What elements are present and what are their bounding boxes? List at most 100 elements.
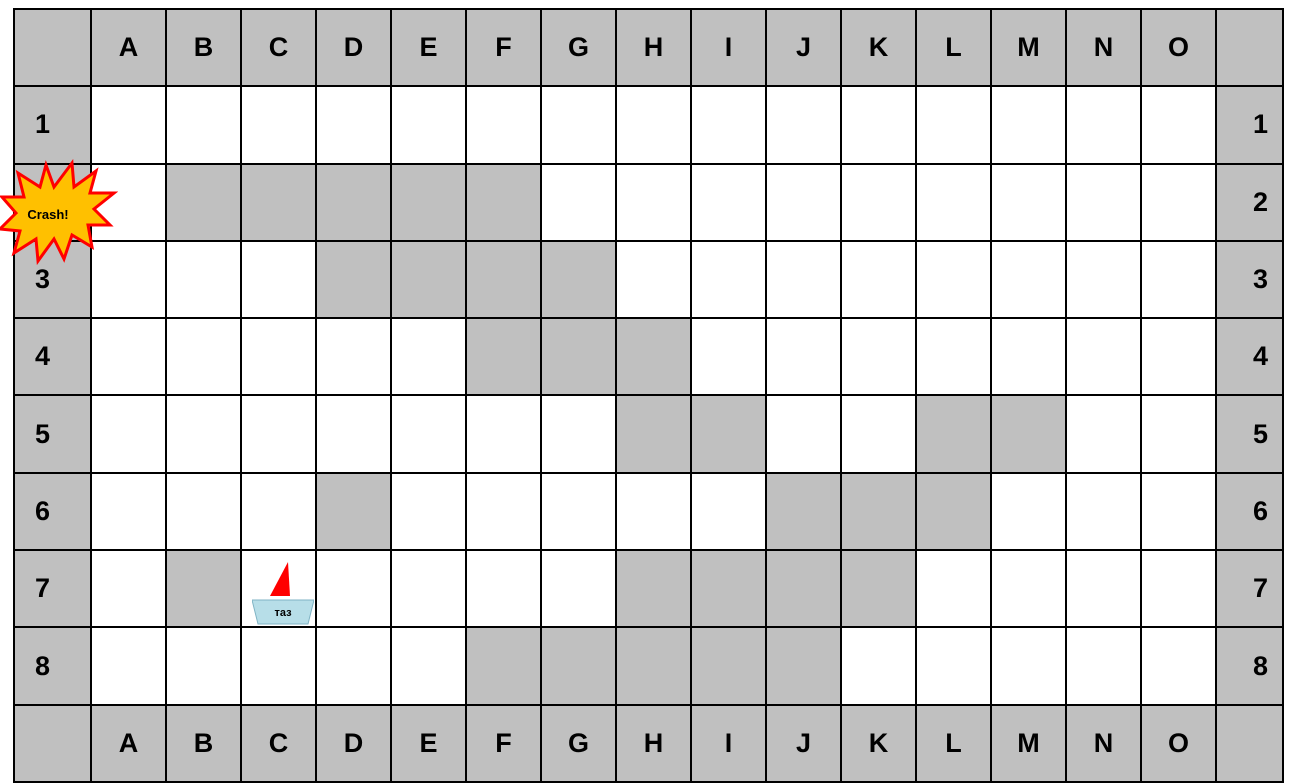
island-cell-d2[interactable] xyxy=(317,165,392,242)
water-cell-c5[interactable] xyxy=(242,396,317,473)
water-cell-g1[interactable] xyxy=(542,87,617,164)
water-cell-a1[interactable] xyxy=(92,87,167,164)
water-cell-g5[interactable] xyxy=(542,396,617,473)
water-cell-o6[interactable] xyxy=(1142,474,1217,551)
water-cell-b5[interactable] xyxy=(167,396,242,473)
water-cell-n7[interactable] xyxy=(1067,551,1142,628)
water-cell-e6[interactable] xyxy=(392,474,467,551)
water-cell-g6[interactable] xyxy=(542,474,617,551)
water-cell-n8[interactable] xyxy=(1067,628,1142,705)
water-cell-f6[interactable] xyxy=(467,474,542,551)
water-cell-o7[interactable] xyxy=(1142,551,1217,628)
water-cell-j3[interactable] xyxy=(767,242,842,319)
island-cell-f3[interactable] xyxy=(467,242,542,319)
water-cell-i1[interactable] xyxy=(692,87,767,164)
island-cell-k7[interactable] xyxy=(842,551,917,628)
water-cell-e7[interactable] xyxy=(392,551,467,628)
water-cell-m2[interactable] xyxy=(992,165,1067,242)
water-cell-l4[interactable] xyxy=(917,319,992,396)
water-cell-k4[interactable] xyxy=(842,319,917,396)
island-cell-e3[interactable] xyxy=(392,242,467,319)
water-cell-d7[interactable] xyxy=(317,551,392,628)
water-cell-a5[interactable] xyxy=(92,396,167,473)
water-cell-n3[interactable] xyxy=(1067,242,1142,319)
water-cell-g7[interactable] xyxy=(542,551,617,628)
water-cell-e1[interactable] xyxy=(392,87,467,164)
island-cell-g8[interactable] xyxy=(542,628,617,705)
island-cell-d3[interactable] xyxy=(317,242,392,319)
island-cell-l5[interactable] xyxy=(917,396,992,473)
island-cell-i8[interactable] xyxy=(692,628,767,705)
water-cell-i3[interactable] xyxy=(692,242,767,319)
water-cell-n4[interactable] xyxy=(1067,319,1142,396)
water-cell-o4[interactable] xyxy=(1142,319,1217,396)
water-cell-h6[interactable] xyxy=(617,474,692,551)
island-cell-f4[interactable] xyxy=(467,319,542,396)
island-cell-h8[interactable] xyxy=(617,628,692,705)
water-cell-n5[interactable] xyxy=(1067,396,1142,473)
island-cell-i5[interactable] xyxy=(692,396,767,473)
water-cell-m7[interactable] xyxy=(992,551,1067,628)
water-cell-h2[interactable] xyxy=(617,165,692,242)
island-cell-l6[interactable] xyxy=(917,474,992,551)
water-cell-o2[interactable] xyxy=(1142,165,1217,242)
water-cell-m1[interactable] xyxy=(992,87,1067,164)
island-cell-b7[interactable] xyxy=(167,551,242,628)
water-cell-e5[interactable] xyxy=(392,396,467,473)
island-cell-f2[interactable] xyxy=(467,165,542,242)
water-cell-a4[interactable] xyxy=(92,319,167,396)
water-cell-c4[interactable] xyxy=(242,319,317,396)
island-cell-h5[interactable] xyxy=(617,396,692,473)
water-cell-l3[interactable] xyxy=(917,242,992,319)
water-cell-d5[interactable] xyxy=(317,396,392,473)
water-cell-c3[interactable] xyxy=(242,242,317,319)
water-cell-j2[interactable] xyxy=(767,165,842,242)
water-cell-g2[interactable] xyxy=(542,165,617,242)
water-cell-o1[interactable] xyxy=(1142,87,1217,164)
water-cell-b8[interactable] xyxy=(167,628,242,705)
island-cell-j8[interactable] xyxy=(767,628,842,705)
water-cell-i6[interactable] xyxy=(692,474,767,551)
water-cell-a6[interactable] xyxy=(92,474,167,551)
water-cell-h1[interactable] xyxy=(617,87,692,164)
water-cell-l7[interactable] xyxy=(917,551,992,628)
water-cell-d4[interactable] xyxy=(317,319,392,396)
island-cell-e2[interactable] xyxy=(392,165,467,242)
water-cell-c1[interactable] xyxy=(242,87,317,164)
water-cell-k1[interactable] xyxy=(842,87,917,164)
water-cell-o8[interactable] xyxy=(1142,628,1217,705)
water-cell-m3[interactable] xyxy=(992,242,1067,319)
water-cell-b3[interactable] xyxy=(167,242,242,319)
water-cell-c6[interactable] xyxy=(242,474,317,551)
island-cell-j7[interactable] xyxy=(767,551,842,628)
water-cell-j5[interactable] xyxy=(767,396,842,473)
water-cell-b4[interactable] xyxy=(167,319,242,396)
water-cell-l1[interactable] xyxy=(917,87,992,164)
island-cell-g3[interactable] xyxy=(542,242,617,319)
water-cell-n2[interactable] xyxy=(1067,165,1142,242)
water-cell-l2[interactable] xyxy=(917,165,992,242)
water-cell-m6[interactable] xyxy=(992,474,1067,551)
water-cell-d8[interactable] xyxy=(317,628,392,705)
water-cell-o5[interactable] xyxy=(1142,396,1217,473)
water-cell-o3[interactable] xyxy=(1142,242,1217,319)
water-cell-n1[interactable] xyxy=(1067,87,1142,164)
water-cell-n6[interactable] xyxy=(1067,474,1142,551)
water-cell-c8[interactable] xyxy=(242,628,317,705)
island-cell-g4[interactable] xyxy=(542,319,617,396)
water-cell-j1[interactable] xyxy=(767,87,842,164)
water-cell-i2[interactable] xyxy=(692,165,767,242)
island-cell-h4[interactable] xyxy=(617,319,692,396)
water-cell-d1[interactable] xyxy=(317,87,392,164)
boat-piece[interactable]: таз xyxy=(252,562,314,632)
water-cell-f7[interactable] xyxy=(467,551,542,628)
water-cell-a7[interactable] xyxy=(92,551,167,628)
water-cell-l8[interactable] xyxy=(917,628,992,705)
water-cell-i4[interactable] xyxy=(692,319,767,396)
water-cell-e4[interactable] xyxy=(392,319,467,396)
water-cell-h3[interactable] xyxy=(617,242,692,319)
island-cell-f8[interactable] xyxy=(467,628,542,705)
water-cell-a8[interactable] xyxy=(92,628,167,705)
water-cell-f1[interactable] xyxy=(467,87,542,164)
water-cell-b1[interactable] xyxy=(167,87,242,164)
